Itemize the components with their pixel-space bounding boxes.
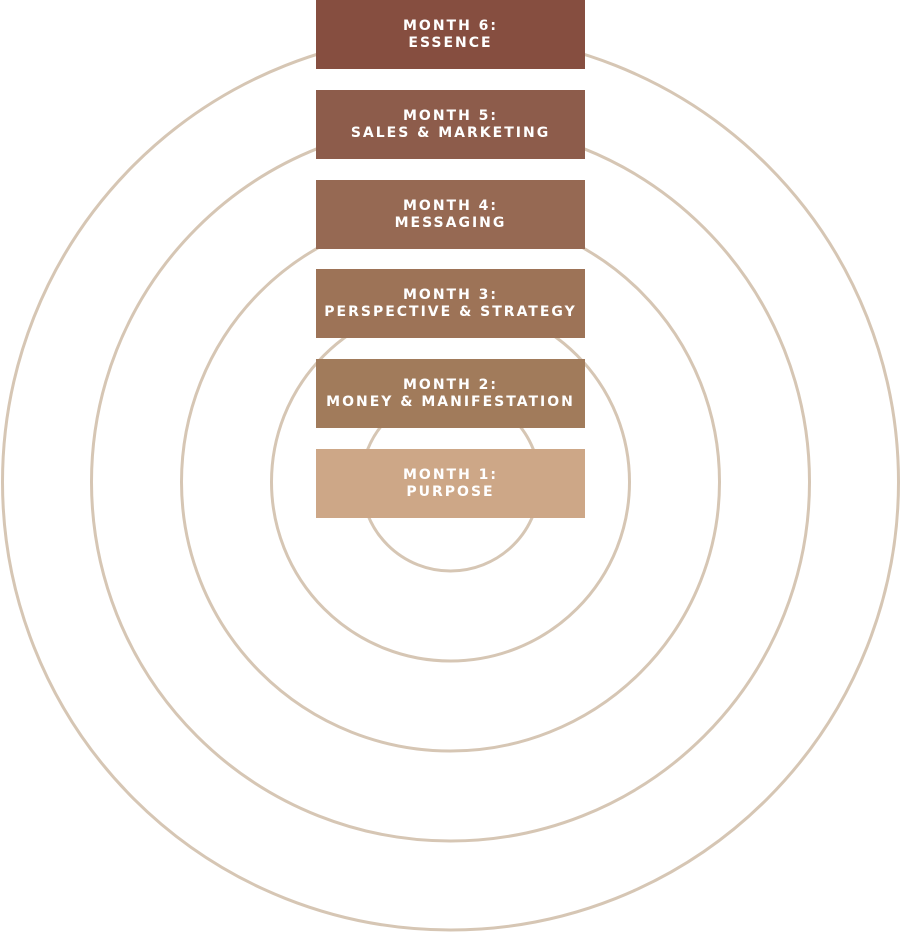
month-4-title: MESSAGING bbox=[394, 214, 507, 231]
month-3-title: PERSPECTIVE & STRATEGY bbox=[324, 303, 577, 320]
month-2-box: MONTH 2: MONEY & MANIFESTATION bbox=[316, 359, 585, 428]
month-4-box: MONTH 4: MESSAGING bbox=[316, 180, 585, 249]
month-1-box: MONTH 1: PURPOSE bbox=[316, 449, 585, 518]
month-5-label: MONTH 5: bbox=[402, 107, 499, 124]
month-5-title: SALES & MARKETING bbox=[350, 124, 551, 141]
month-6-box: MONTH 6: ESSENCE bbox=[316, 0, 585, 69]
month-6-title: ESSENCE bbox=[408, 34, 493, 51]
month-3-label: MONTH 3: bbox=[402, 286, 499, 303]
month-3-box: MONTH 3: PERSPECTIVE & STRATEGY bbox=[316, 269, 585, 338]
month-5-box: MONTH 5: SALES & MARKETING bbox=[316, 90, 585, 159]
month-6-label: MONTH 6: bbox=[402, 17, 499, 34]
month-4-label: MONTH 4: bbox=[402, 197, 499, 214]
month-1-label: MONTH 1: bbox=[402, 466, 499, 483]
month-2-label: MONTH 2: bbox=[402, 376, 499, 393]
month-2-title: MONEY & MANIFESTATION bbox=[326, 393, 575, 410]
month-1-title: PURPOSE bbox=[406, 483, 495, 500]
